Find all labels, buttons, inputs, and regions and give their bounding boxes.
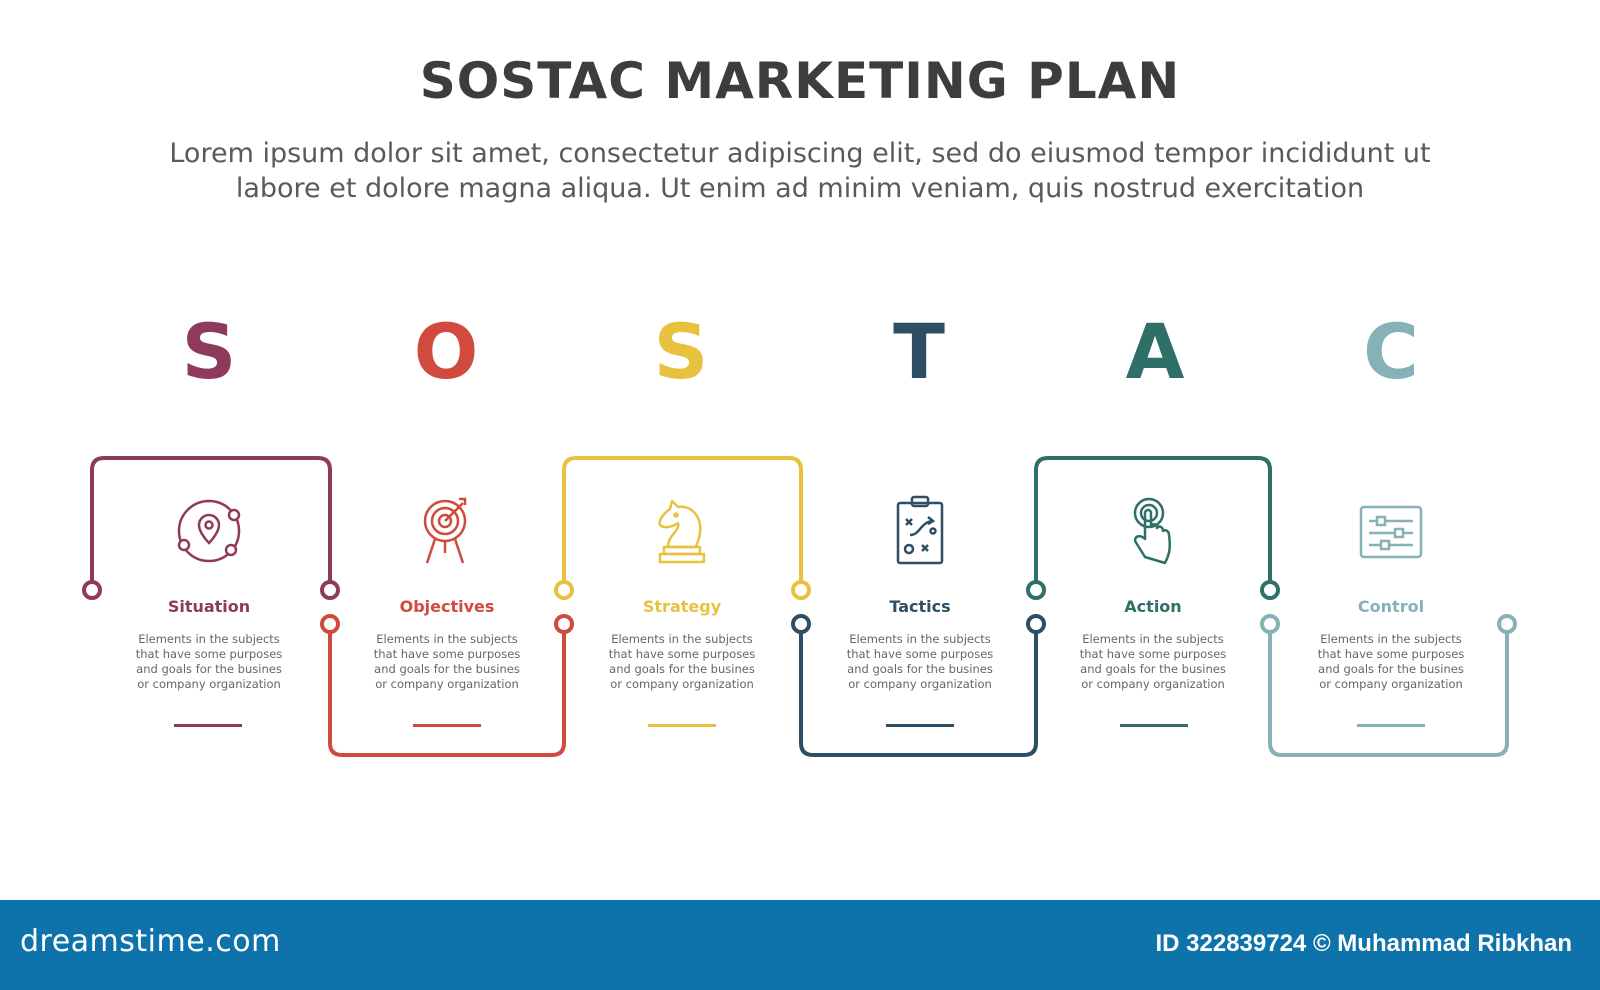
step-title-tactics: Tactics [889, 597, 951, 616]
accent-dash-control [1357, 724, 1425, 727]
connector-tactics [799, 624, 1038, 757]
connector-endpoint-objectives-left [320, 614, 340, 634]
accent-dash-strategy [648, 724, 716, 727]
location-orbit-icon [177, 499, 241, 563]
step-title-strategy: Strategy [642, 597, 722, 616]
connector-endpoint-tactics-right [1026, 614, 1046, 634]
target-icon [423, 497, 467, 564]
connector-endpoint-situation-right [320, 580, 340, 600]
connector-endpoint-objectives-right [554, 614, 574, 634]
page-title: SOSTAC MARKETING PLAN [419, 52, 1181, 110]
chess-knight-icon [658, 499, 706, 564]
letter-a-action: A [1125, 307, 1185, 396]
step-title-control: Control [1357, 597, 1425, 616]
connector-situation [90, 456, 332, 590]
connector-control [1268, 624, 1509, 757]
connector-endpoint-strategy-right [791, 580, 811, 600]
connector-endpoint-action-right [1260, 580, 1280, 600]
connector-endpoint-action-left [1026, 580, 1046, 600]
connector-endpoint-tactics-left [791, 614, 811, 634]
page-subtitle: Lorem ipsum dolor sit amet, consectetur … [100, 136, 1500, 206]
step-title-situation: Situation [167, 597, 251, 616]
hand-pointer-icon [1133, 497, 1172, 565]
letter-o-objectives: O [413, 307, 479, 396]
accent-dash-situation [174, 724, 242, 727]
step-title-objectives: Objectives [399, 597, 495, 616]
subtitle-line-1: Lorem ipsum dolor sit amet, consectetur … [169, 138, 1431, 169]
letter-s-situation: S [181, 307, 237, 396]
connector-strategy [562, 456, 803, 590]
sostac-connector-diagram [82, 456, 1517, 757]
step-title-action: Action [1124, 597, 1182, 616]
letter-t-tactics: T [893, 307, 945, 396]
sliders-icon [1359, 505, 1423, 559]
connector-endpoint-control-left [1260, 614, 1280, 634]
connector-endpoint-control-right [1497, 614, 1517, 634]
subtitle-line-2: labore et dolore magna aliqua. Ut enim a… [235, 173, 1365, 204]
brand-logo[interactable]: dreamstime.com [20, 924, 281, 959]
letter-s-strategy: S [653, 307, 709, 396]
accent-dash-action [1120, 724, 1188, 727]
tactics-clipboard-icon [896, 495, 944, 565]
connector-endpoint-situation-left [82, 580, 102, 600]
connector-action [1034, 456, 1272, 590]
connector-endpoint-strategy-left [554, 580, 574, 600]
connector-objectives [328, 624, 566, 757]
accent-dash-tactics [886, 724, 954, 727]
accent-dash-objectives [413, 724, 481, 727]
footer-bar: dreamstime.com ID 322839724 © Muhammad R… [0, 900, 1600, 990]
photo-id-credit: ID 322839724 © Muhammad Ribkhan [1155, 930, 1572, 957]
letter-c-control: C [1363, 307, 1419, 396]
